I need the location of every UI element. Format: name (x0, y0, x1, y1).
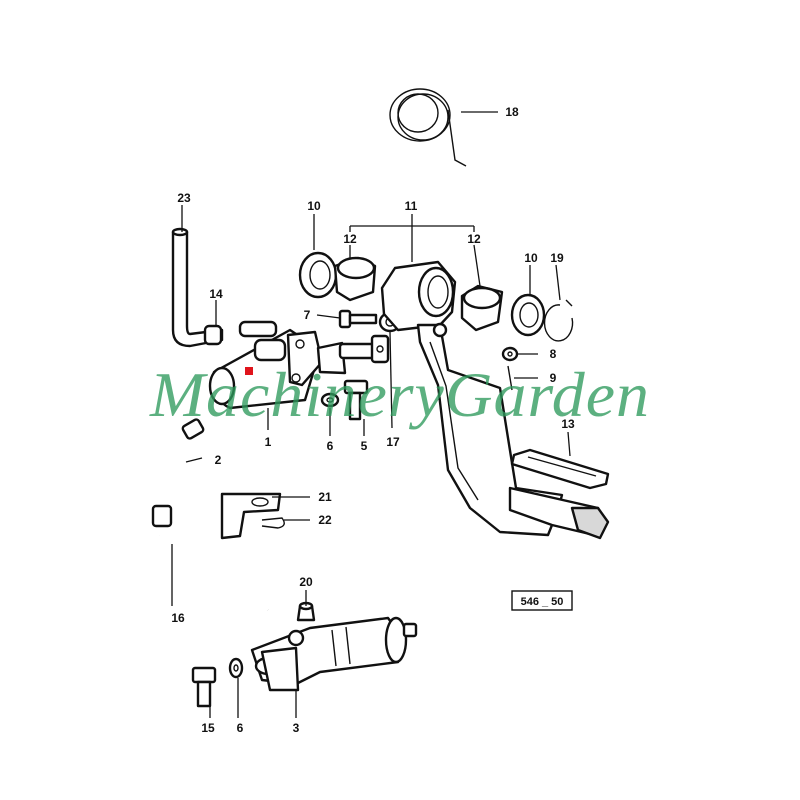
flexible-hose-part (151, 418, 205, 528)
retaining-clip-part (261, 517, 285, 529)
reference-code: 546 _ 50 (521, 596, 564, 608)
circlip-part (543, 299, 574, 342)
callout-6-upper: 6 (327, 439, 334, 453)
pedal-pivot-tube-part (380, 260, 457, 332)
hose-bracket-part (220, 492, 282, 540)
mounting-bolt-part (343, 379, 369, 421)
callout-14: 14 (209, 287, 223, 301)
callout-16: 16 (171, 611, 185, 625)
bushing-right-part (460, 284, 504, 332)
small-washer-part (501, 346, 519, 362)
callout-12-right: 12 (467, 232, 481, 246)
pedal-pad-part (510, 448, 610, 490)
spacer-ring-right-part (510, 293, 546, 337)
callout-23: 23 (177, 191, 191, 205)
callout-15: 15 (201, 721, 215, 735)
spacer-ring-left-part (298, 251, 338, 299)
callout-11: 11 (405, 199, 418, 213)
pivot-bolt-part (338, 309, 378, 329)
torsion-spring-part (389, 88, 467, 167)
callout-17: 17 (386, 435, 400, 449)
callout-19: 19 (550, 251, 564, 265)
callout-22: 22 (318, 513, 332, 527)
callout-21: 21 (318, 490, 332, 504)
watermark-text: MachineryGarden (149, 359, 650, 430)
cotter-pin-part (507, 365, 513, 391)
slave-cylinder-part (250, 616, 418, 692)
callout-5: 5 (361, 439, 368, 453)
callout-9: 9 (550, 371, 557, 385)
callout-18: 18 (505, 105, 519, 119)
callout-labels: 18 23 14 10 11 12 12 10 19 7 8 9 13 1 6 … (171, 105, 575, 735)
washer-part (320, 392, 340, 408)
callout-10-right: 10 (524, 251, 538, 265)
callout-2: 2 (215, 453, 222, 467)
callout-13: 13 (561, 417, 575, 431)
slave-washer-part (228, 657, 244, 679)
callout-8: 8 (550, 347, 557, 361)
callout-1: 1 (265, 435, 272, 449)
callout-6-lower: 6 (237, 721, 244, 735)
hydraulic-pipe-part (158, 534, 270, 611)
bushing-left-part (333, 256, 377, 302)
leader-lines (171, 111, 571, 718)
clutch-pedal-arm-part (416, 322, 610, 540)
callout-20: 20 (299, 575, 313, 589)
hose-clamp-part (203, 324, 223, 346)
callout-7: 7 (304, 308, 311, 322)
callout-10-left: 10 (307, 199, 321, 213)
slave-bolt-part (191, 666, 217, 708)
callout-3: 3 (293, 721, 300, 735)
master-cylinder-part (208, 320, 390, 410)
highlight-marker (245, 367, 253, 375)
callout-12-left: 12 (343, 232, 357, 246)
reference-code-box: 546 _ 50 (511, 590, 573, 611)
